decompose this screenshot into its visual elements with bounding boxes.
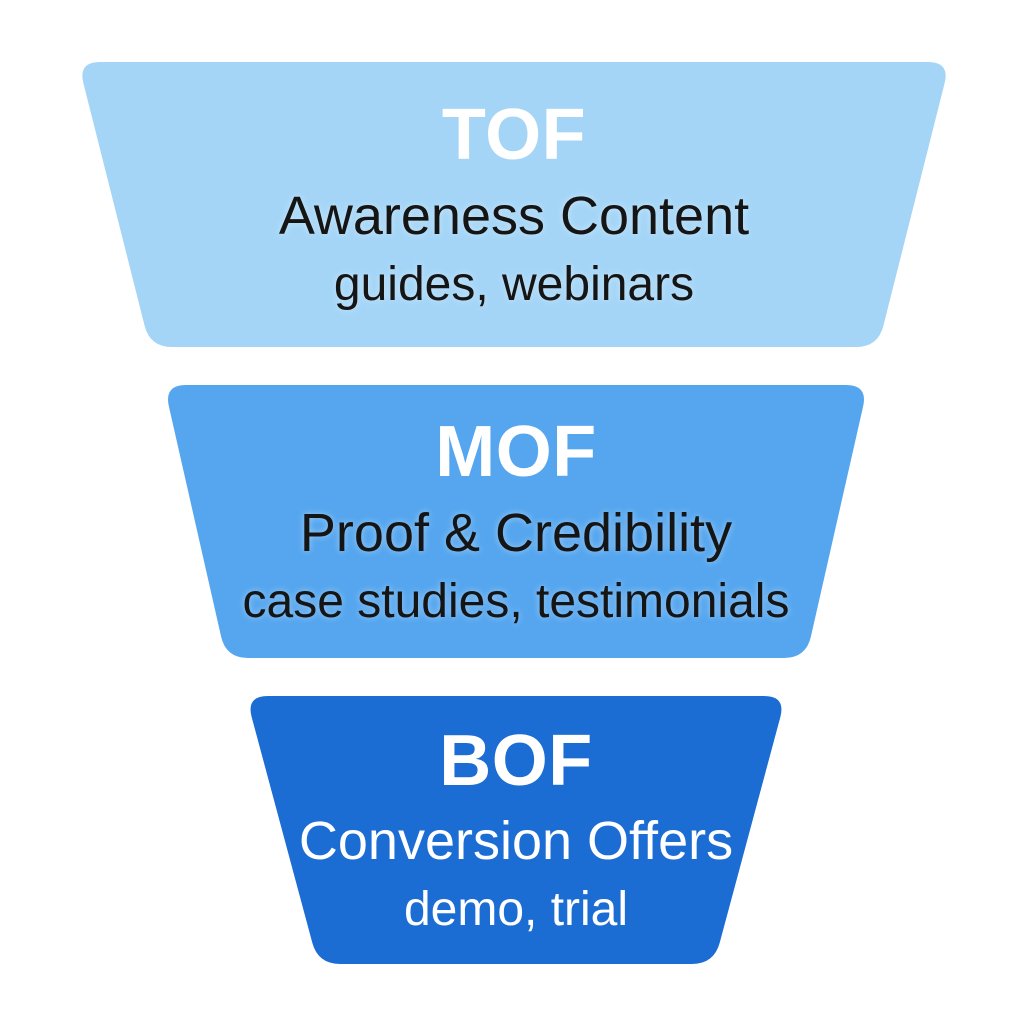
funnel-tier-bof-shape	[250, 696, 782, 964]
funnel-tier-mof-shape	[168, 385, 864, 658]
funnel-tier-tof-shape	[82, 62, 946, 347]
